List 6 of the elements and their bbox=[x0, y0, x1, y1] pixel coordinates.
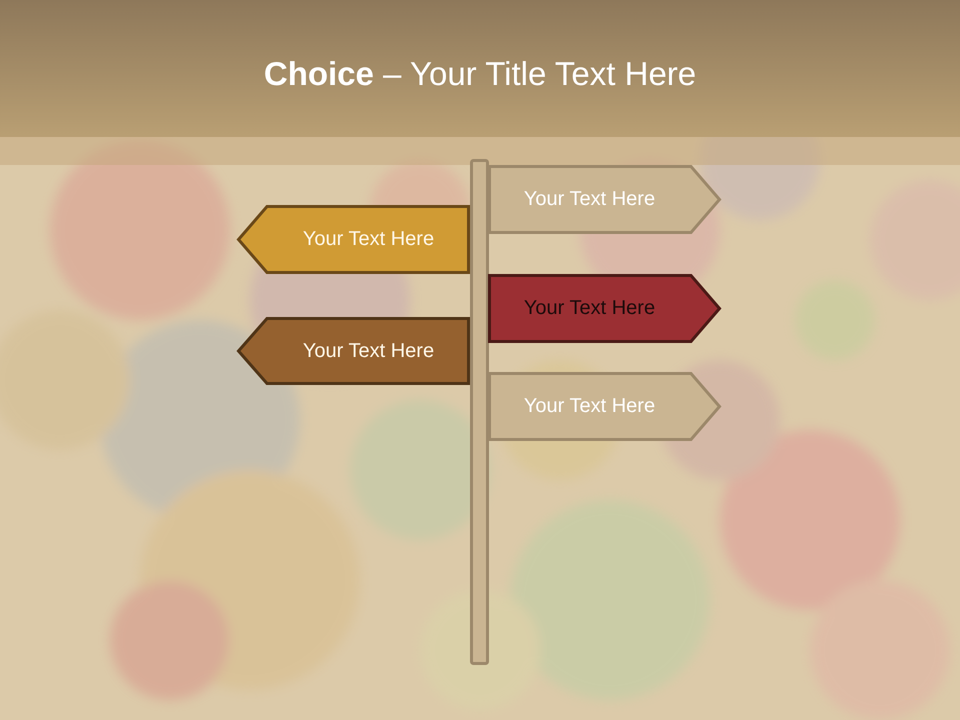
slide-title: Choice – Your Title Text Here bbox=[264, 54, 696, 94]
sign-label: Your Text Here bbox=[522, 394, 656, 419]
sign-label: Your Text Here bbox=[302, 338, 436, 364]
sign-label: Your Text Here bbox=[302, 227, 436, 252]
sign-label: Your Text Here bbox=[522, 296, 656, 321]
sign-label: Your Text Here bbox=[522, 187, 656, 212]
